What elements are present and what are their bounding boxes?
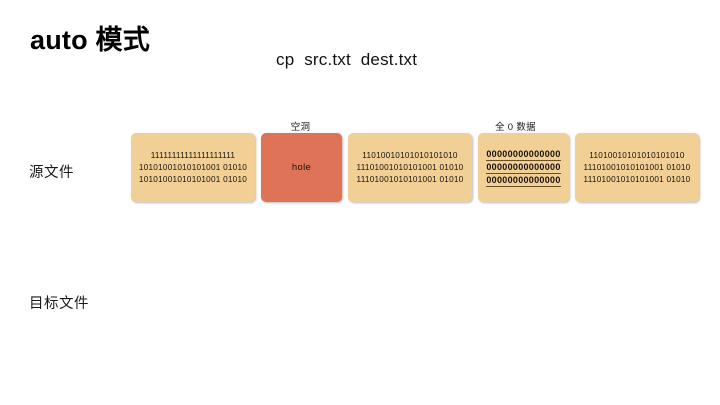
bit-line: 11010010101010101010 [362,151,458,160]
annotation-all-zero-data: 全 0 数据 [495,122,536,133]
file-block-data: 11010010101010101010 11101001010101001 01… [575,133,699,202]
bit-line: 11101001010101001 01010 [356,163,464,172]
file-block-data: 11010010101010101010 11101001010101001 01… [348,133,472,202]
page-title: auto 模式 [30,25,150,55]
bit-line: 11101001010101001 01010 [583,163,691,172]
bit-line: 11101001010101001 01010 [583,175,691,184]
bit-line: 10101001010101001 01010 [138,175,248,184]
bit-line: 11101001010101001 01010 [356,175,464,184]
bit-line: 00000000000000 [486,161,561,174]
block-bit-lines: 11010010101010101010 11101001010101001 01… [584,150,691,185]
block-bit-lines: 11010010101010101010 11101001010101001 01… [357,150,464,185]
annotation-hole: 空洞 [290,122,311,133]
block-bit-lines: 11111111111111111111 10101001010101001 01… [139,150,247,185]
label-dest-file: 目标文件 [29,296,89,312]
bit-line: 10101001010101001 01010 [138,163,248,172]
label-source-file: 源文件 [29,165,74,181]
file-block-data: 11111111111111111111 10101001010101001 01… [131,133,255,202]
bit-line: 00000000000000 [486,174,561,187]
bit-line: 00000000000000 [486,148,561,161]
bit-line: 11010010101010101010 [589,151,685,160]
source-file-blocks: 11111111111111111111 10101001010101001 01… [131,133,699,202]
command-text: cp src.txt dest.txt [276,50,418,69]
bit-line: 11111111111111111111 [150,151,236,160]
hole-block-label: hole [291,162,312,173]
file-block-hole: hole [261,133,342,202]
